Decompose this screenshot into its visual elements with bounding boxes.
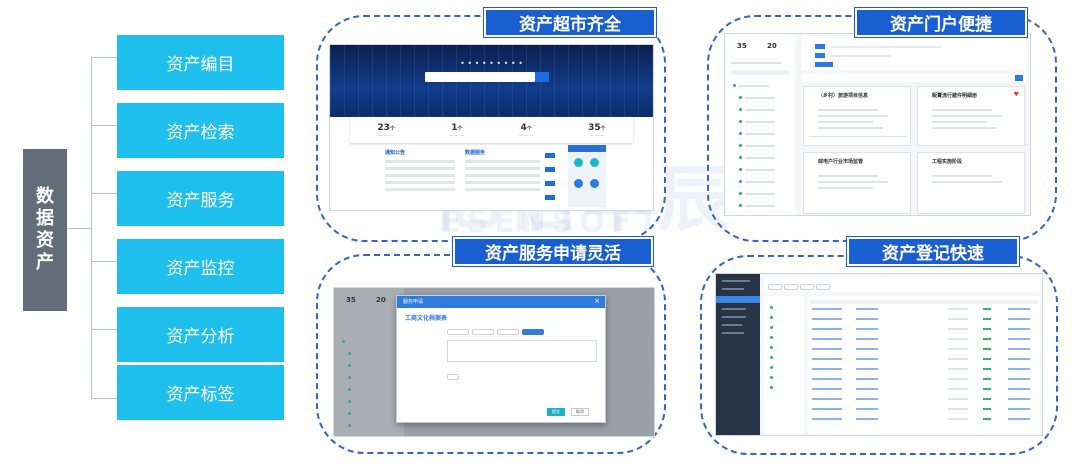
tag-asset-portal: 资产门户便捷 bbox=[855, 8, 1027, 37]
portal-filters bbox=[801, 36, 1026, 70]
market-screenshot: • • • • • • • • • 23个— — — 1个— — — 4个— —… bbox=[329, 44, 654, 211]
stat: 4个— — — bbox=[518, 122, 534, 138]
portal-left-tree: 35 20 bbox=[725, 34, 795, 215]
notice-header: 通知公告 bbox=[385, 150, 406, 156]
cancel-button[interactable]: 取消 bbox=[571, 408, 589, 416]
quick-panel bbox=[568, 145, 606, 207]
tag-asset-register: 资产登记快速 bbox=[847, 237, 1019, 266]
service-request-modal: 服务申请 × 工商文化档案表 提交 取消 bbox=[396, 295, 606, 423]
register-screenshot bbox=[715, 273, 1043, 436]
stat-row: 23个— — — 1个— — — 4个— — — 35个— — — bbox=[350, 117, 633, 143]
apply-button[interactable] bbox=[545, 181, 555, 186]
register-sidebar bbox=[716, 274, 760, 435]
asset-card[interactable]: 販賣流行雑件明細册 ♥ bbox=[917, 86, 1025, 146]
service-column: 数据服务 bbox=[465, 149, 540, 209]
asset-card[interactable]: （乡村）旅游项目信息 bbox=[803, 86, 911, 146]
tree-connector bbox=[67, 57, 117, 399]
title-char: 产 bbox=[36, 252, 54, 273]
item-asset-monitor[interactable]: 资产监控 bbox=[117, 239, 284, 294]
submit-button[interactable]: 提交 bbox=[547, 408, 565, 416]
count: 35 bbox=[346, 296, 356, 304]
stat: 35个— — — bbox=[588, 122, 606, 138]
title-char: 数 bbox=[36, 186, 54, 207]
stat: 1个— — — bbox=[449, 122, 465, 138]
hero-text: • • • • • • • • • bbox=[460, 59, 523, 68]
hero-search-input[interactable] bbox=[425, 72, 535, 82]
asset-card[interactable]: 工程实施阶段 bbox=[917, 152, 1025, 214]
count: 20 bbox=[376, 296, 386, 304]
card-title: 工程实施阶段 bbox=[932, 159, 963, 165]
heart-icon[interactable]: ♥ bbox=[1013, 91, 1019, 98]
apply-button[interactable] bbox=[545, 195, 555, 200]
item-asset-catalog[interactable]: 资产编目 bbox=[117, 35, 284, 90]
item-asset-analysis[interactable]: 资产分析 bbox=[117, 307, 284, 362]
stat: 23个— — — bbox=[377, 122, 395, 138]
card-title: 販賣流行雑件明細册 bbox=[932, 93, 978, 99]
count: 35 bbox=[737, 42, 747, 50]
modal-heading: 工商文化档案表 bbox=[405, 315, 448, 322]
tag-asset-market: 资产超市齐全 bbox=[484, 8, 656, 37]
title-char: 据 bbox=[36, 208, 54, 229]
apply-button[interactable] bbox=[545, 167, 555, 172]
service-screenshot: 35 20 服务申请 × 工商文化档案表 提交 取消 bbox=[333, 287, 655, 437]
count: 20 bbox=[767, 42, 777, 50]
asset-card[interactable]: 邮电户行业市场监管 bbox=[803, 152, 911, 214]
apply-button[interactable] bbox=[545, 153, 555, 158]
card-title: 邮电户行业市场监管 bbox=[818, 159, 864, 165]
close-icon[interactable]: × bbox=[594, 297, 600, 305]
data-assets-title: 数 据 资 产 bbox=[23, 149, 67, 311]
remark-textarea[interactable] bbox=[447, 340, 597, 362]
service-header: 数据服务 bbox=[465, 150, 486, 156]
portal-screenshot: 35 20 （乡村）旅游项目信息 bbox=[724, 33, 1031, 216]
item-asset-service[interactable]: 资产服务 bbox=[117, 171, 284, 226]
modal-title: 服务申请 bbox=[403, 299, 424, 305]
register-table bbox=[808, 296, 1040, 434]
item-asset-search[interactable]: 资产检索 bbox=[117, 103, 284, 158]
item-asset-tags[interactable]: 资产标签 bbox=[117, 365, 284, 420]
notice-column: 通知公告 bbox=[385, 149, 455, 209]
search-icon[interactable] bbox=[535, 72, 549, 82]
title-char: 资 bbox=[36, 230, 54, 251]
tag-asset-service: 资产服务申请灵活 bbox=[453, 237, 653, 266]
card-title: （乡村）旅游项目信息 bbox=[818, 93, 869, 99]
